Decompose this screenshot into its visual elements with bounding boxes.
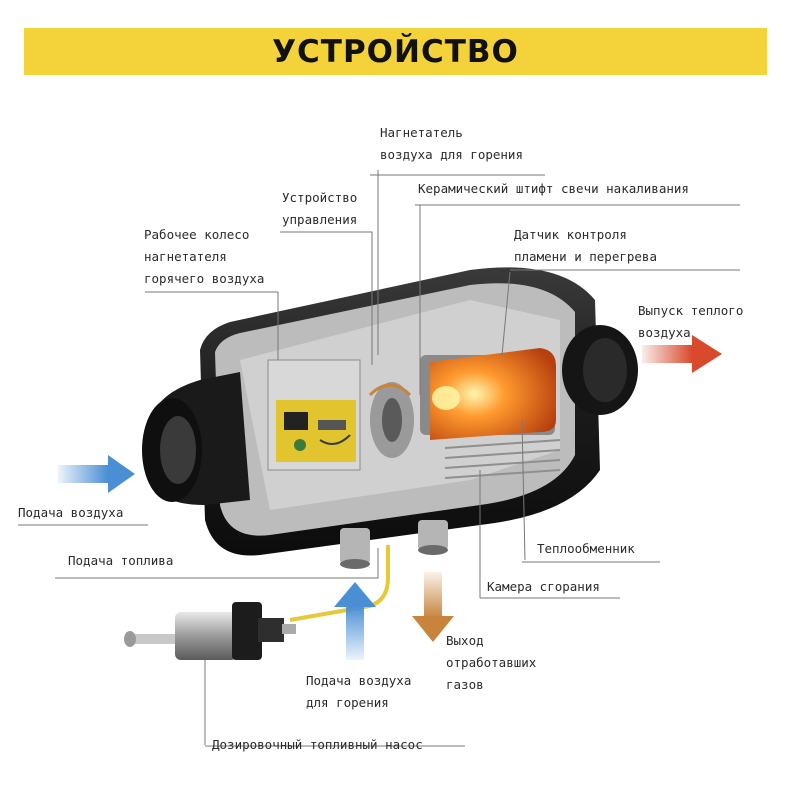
label-combustion-air-intake: Подача воздуха для горения bbox=[306, 673, 412, 710]
label-exhaust-outlet: Выход отработавших газов bbox=[446, 633, 537, 692]
label-combustion-chamber: Камера сгорания bbox=[487, 579, 600, 594]
page-title: УСТРОЙСТВО bbox=[272, 33, 519, 70]
exhaust-arrow bbox=[412, 572, 454, 642]
bottom-pipes bbox=[340, 520, 448, 569]
control-unit bbox=[267, 359, 361, 471]
title-banner bbox=[24, 28, 767, 75]
label-fuel-supply: Подача топлива bbox=[68, 553, 174, 568]
label-air-intake: Подача воздуха bbox=[18, 505, 124, 520]
fuel-line bbox=[289, 545, 390, 622]
label-control-unit: Устройство управления bbox=[282, 190, 358, 227]
title-banner-text: УСТРОЙСТВО bbox=[24, 28, 767, 75]
label-combustion-air-blower: Нагнетатель воздуха для горения bbox=[380, 125, 523, 162]
label-flame-sensor: Датчик контроля пламени и перегрева bbox=[514, 227, 657, 264]
leader-lines bbox=[18, 170, 740, 747]
label-dosing-pump: Дозировочный топливный насос bbox=[212, 737, 423, 752]
air-intake-arrow bbox=[58, 455, 135, 493]
heat-exchanger bbox=[444, 439, 561, 479]
label-warm-air-outlet: Выпуск теплого воздуха bbox=[638, 303, 744, 340]
label-glow-pin: Керамический штифт свечи накаливания bbox=[418, 181, 689, 196]
warm-air-outlet-arrow bbox=[642, 335, 722, 373]
dosing-pump bbox=[124, 602, 296, 660]
combustion-air-blower bbox=[368, 382, 414, 458]
label-heat-exchanger: Теплообменник bbox=[537, 541, 635, 556]
combustion-air-arrow bbox=[334, 582, 376, 660]
label-hot-air-impeller: Рабочее колесо нагнетателя горячего возд… bbox=[144, 227, 265, 286]
combustion-chamber bbox=[420, 348, 556, 440]
